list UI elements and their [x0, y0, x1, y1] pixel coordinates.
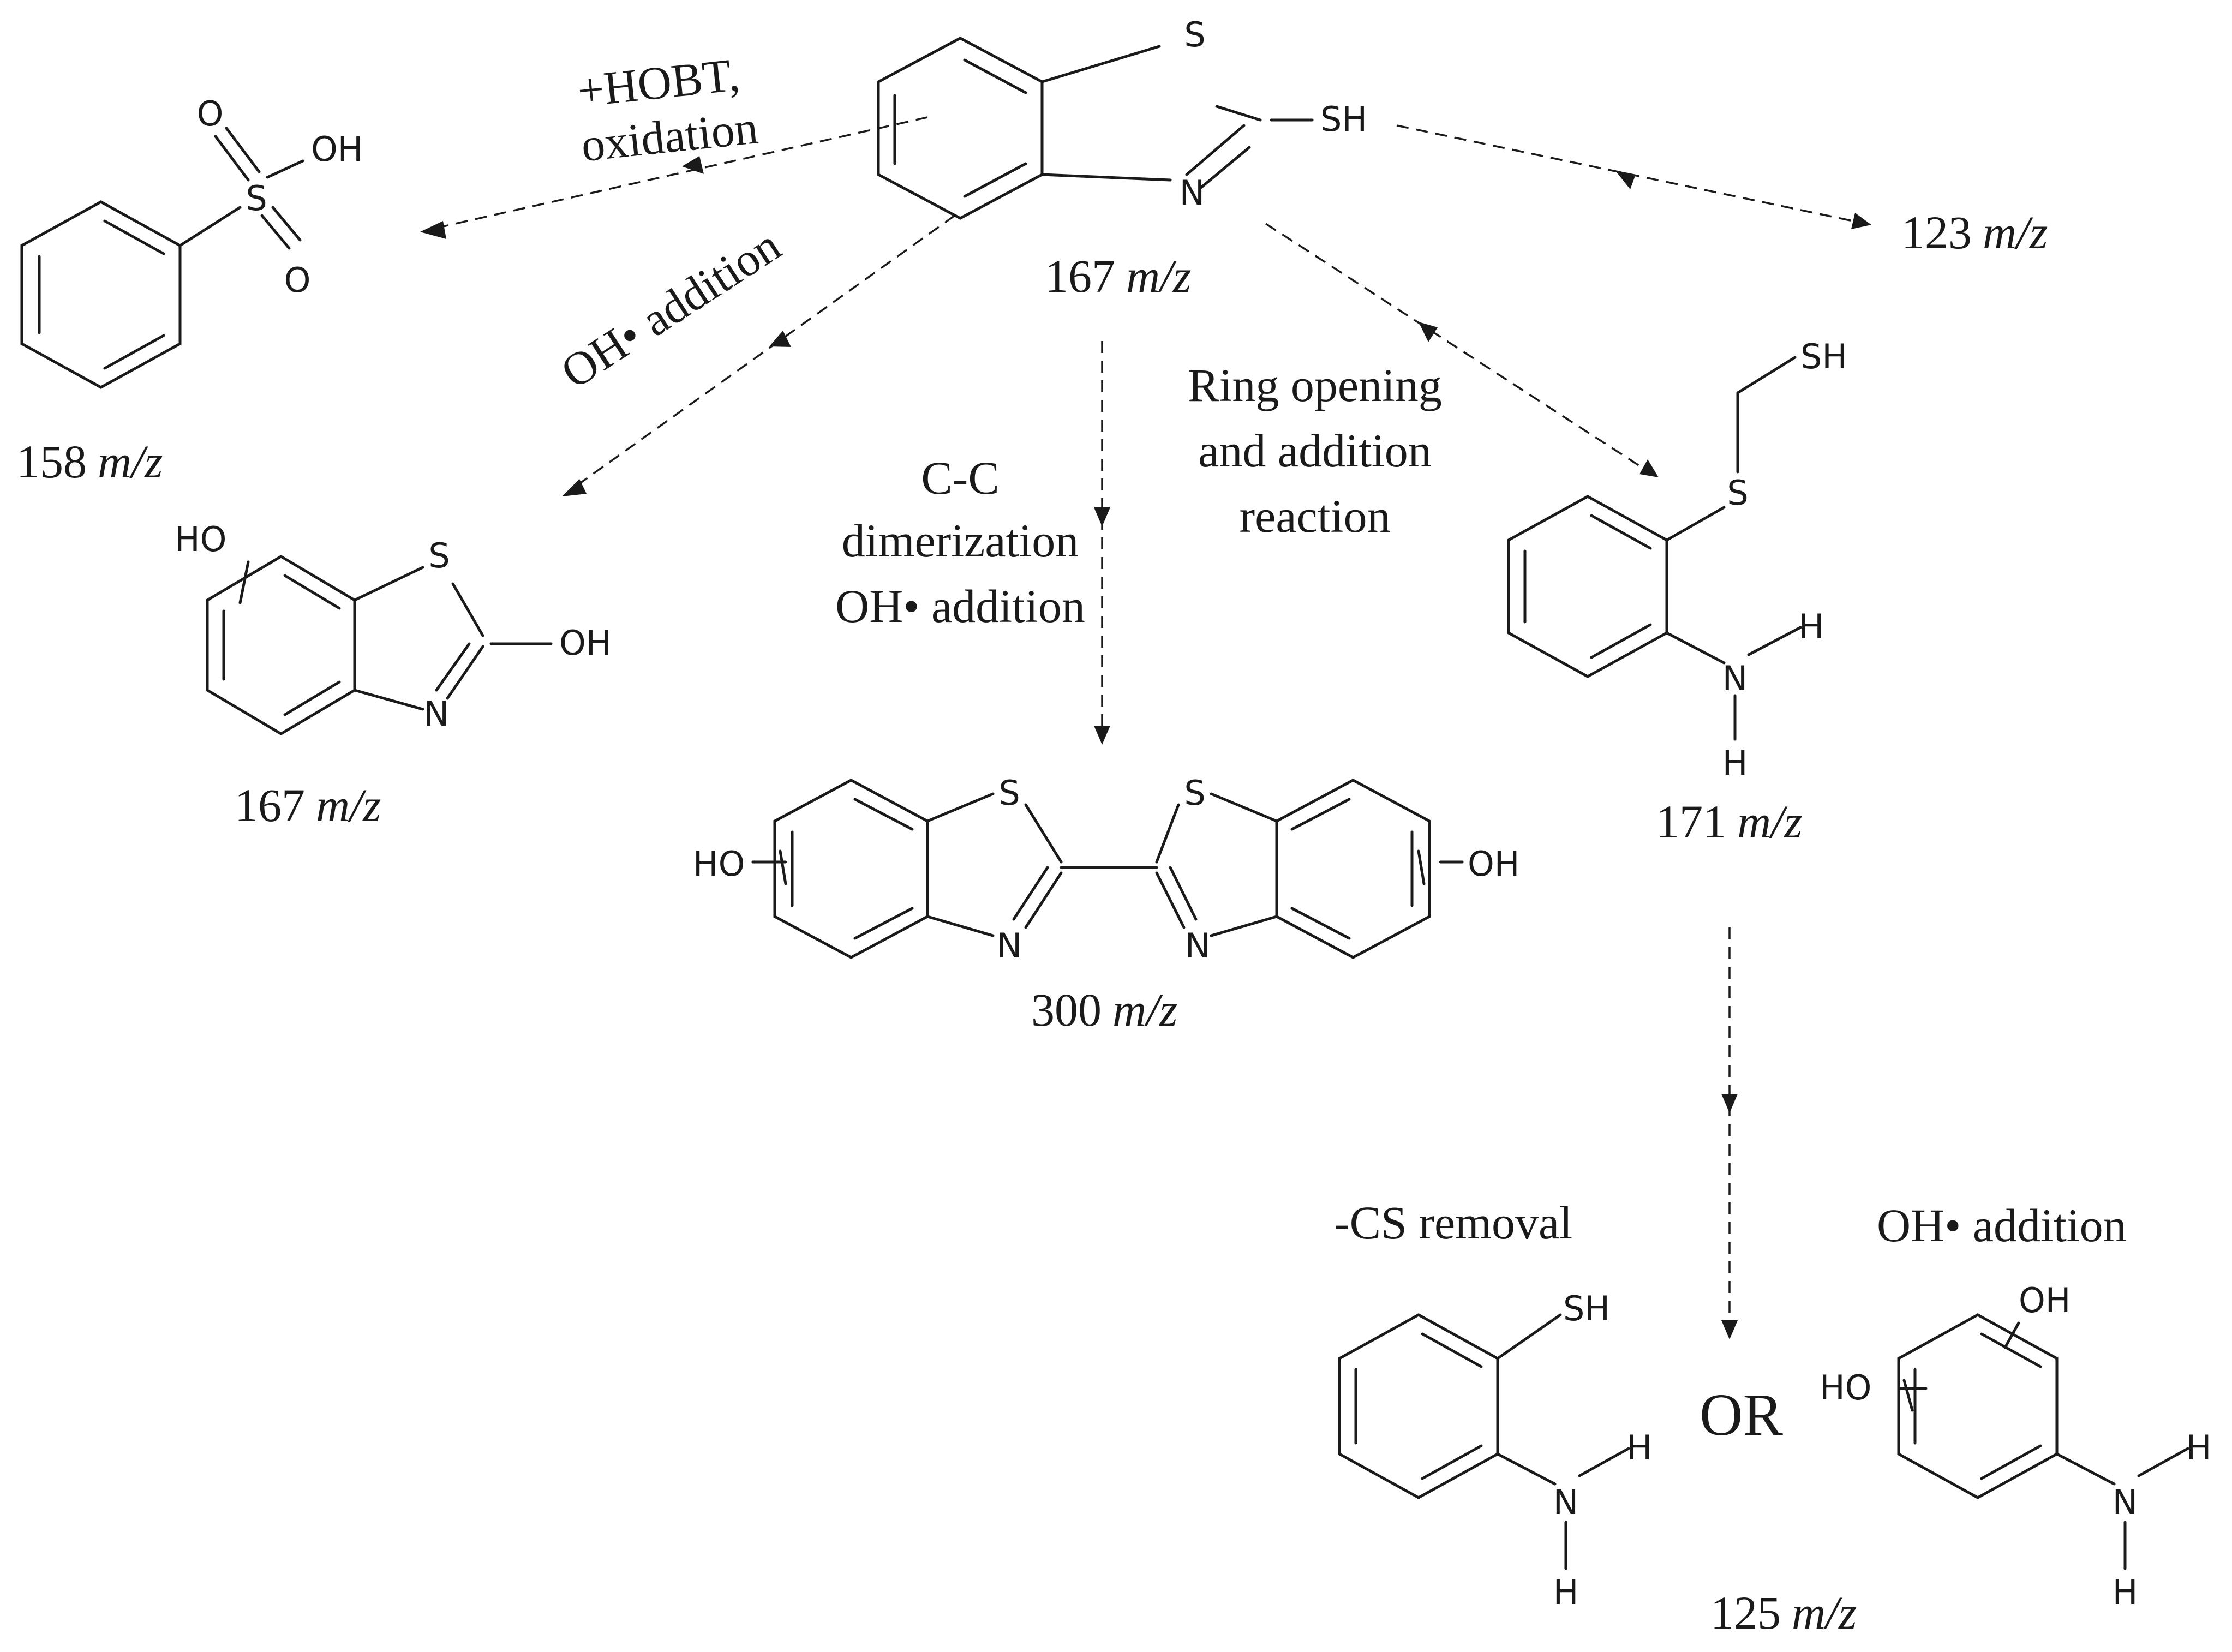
arrow-to-thioaniline — [1265, 223, 1659, 477]
thioaniline-thiol-group: SH — [1800, 337, 1847, 376]
mbt-thiol-group: SH — [1320, 99, 1367, 139]
dimer-left-nitrogen: N — [997, 926, 1022, 966]
thioaniline-amine-hydrogen-bottom: H — [1722, 743, 1748, 783]
dimerization-line1: C-C — [921, 452, 999, 504]
sulfonic-oxygen-top: O — [197, 94, 224, 134]
compound-aminophenol-diol: OH HO N H H — [1820, 1280, 2211, 1612]
sulfonic-hydroxyl: OH — [311, 129, 363, 169]
ring-opening-line2: and addition — [1198, 424, 1432, 477]
aminothiophenol-thiol-group: SH — [1563, 1289, 1610, 1328]
hydroxy-bt-ring-nitrogen: N — [424, 694, 449, 734]
dimer-right-sulfur: S — [1184, 773, 1205, 813]
aminophenol-top-hydroxyl: OH — [2019, 1280, 2071, 1320]
compound-aminothiophenol: SH N H H — [1338, 1289, 1653, 1612]
mbt-ring-nitrogen: N — [1180, 173, 1205, 213]
thioaniline-amine-nitrogen: N — [1722, 659, 1748, 698]
aminophenol-amine-nitrogen: N — [2113, 1482, 2138, 1522]
aminothiophenol-amine-hydrogen-bottom: H — [1553, 1572, 1579, 1612]
hydroxy-bt-ring-sulfur: S — [428, 536, 450, 576]
label-oh-addition-left: OH• addition — [552, 219, 789, 399]
hydroxy-bt-ring-hydroxyl: HO — [175, 519, 226, 559]
dimerization-line3: OH• addition — [835, 580, 1085, 632]
label-ring-opening: Ring opening and addition reaction — [1188, 359, 1442, 542]
arrow-to-123 — [1396, 124, 1871, 229]
label-oh-addition-right: OH• addition — [1877, 1199, 2127, 1252]
arrow-to-benzenesulfonic — [420, 116, 928, 239]
arrow-to-hydroxy-bt — [562, 214, 956, 496]
dimer-right-hydroxyl: OH — [1468, 844, 1519, 884]
aminophenol-amine-hydrogen-right: H — [2186, 1428, 2212, 1468]
thioaniline-amine-hydrogen-right: H — [1799, 607, 1824, 647]
sulfonic-oxygen-bottom: O — [284, 260, 311, 300]
ring-opening-line1: Ring opening — [1188, 359, 1442, 411]
dimer-left-sulfur: S — [998, 773, 1020, 813]
dimer-right-nitrogen: N — [1185, 926, 1210, 966]
arrow-to-dimer — [1094, 341, 1110, 745]
dimer-left-hydroxyl: HO — [693, 844, 745, 884]
label-cs-removal: -CS removal — [1334, 1196, 1572, 1249]
dimerization-line2: dimerization — [842, 514, 1079, 567]
thioaniline-bridge-sulfur: S — [1727, 473, 1748, 513]
aminothiophenol-amine-nitrogen: N — [1553, 1482, 1578, 1522]
arrow-to-final — [1721, 927, 1738, 1339]
sulfonic-sulfur: S — [246, 178, 267, 218]
aminothiophenol-amine-hydrogen-right: H — [1627, 1428, 1653, 1468]
mbt-ring-sulfur: S — [1184, 15, 1205, 55]
label-hobt-oxidation: +HOBT, oxidation — [575, 48, 761, 171]
aminophenol-amine-hydrogen-bottom: H — [2113, 1572, 2138, 1612]
or-label: OR — [1700, 1381, 1783, 1448]
aminophenol-left-hydroxyl: HO — [1820, 1368, 1871, 1408]
label-dimerization: C-C dimerization OH• addition — [835, 452, 1085, 632]
hydroxy-bt-c2-hydroxyl: OH — [559, 623, 611, 663]
ring-opening-line3: reaction — [1240, 490, 1391, 542]
